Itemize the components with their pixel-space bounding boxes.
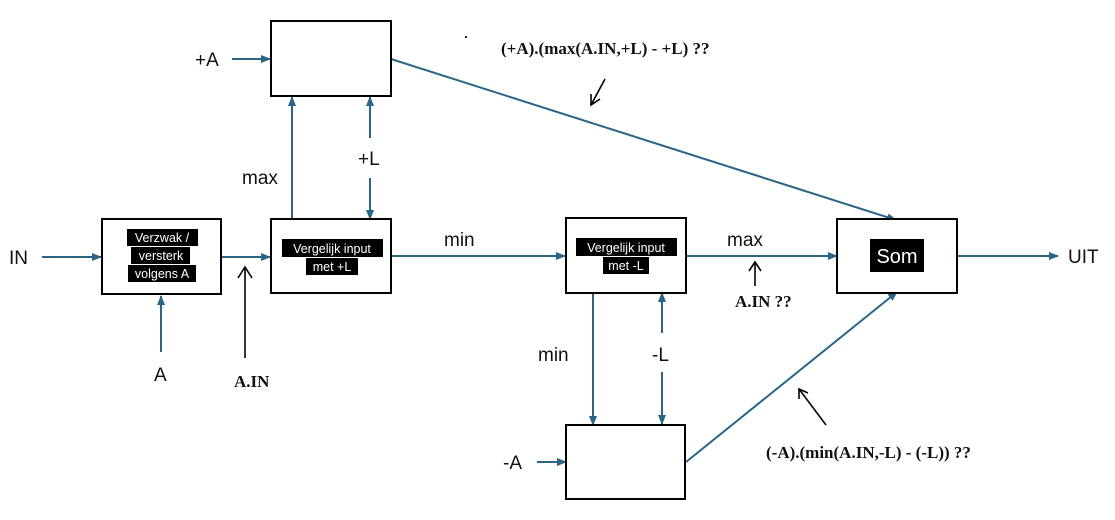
pointer-a-in-question (748, 260, 762, 286)
annotation-upper-formula: (+A).(max(A.IN,+L) - +L) ?? (501, 39, 709, 58)
output-uit-label: UIT (1068, 247, 1099, 268)
signal-minus-l: -L (652, 345, 669, 366)
pointer-upper-formula (590, 78, 606, 107)
pointer-lower-formula (798, 387, 827, 426)
top-multiplier-block (270, 20, 392, 97)
input-minus-a-label: -A (503, 453, 522, 474)
annotation-a-in-question: A.IN ?? (735, 292, 792, 311)
input-plus-a-label: +A (195, 50, 219, 71)
som-label-bg (870, 239, 924, 272)
signal-max-right: max (727, 230, 763, 251)
compare-minus-label-line1: Vergelijk input (587, 241, 665, 255)
som-label: Som (876, 246, 917, 268)
annotation-a-in: A.IN (234, 372, 270, 391)
pointer-a-in (237, 265, 253, 358)
compare-plus-label-bg-1 (282, 239, 383, 257)
arrow-top-block-to-som (390, 58, 897, 222)
annotation-lower-formula: (-A).(min(A.IN,-L) - (-L)) ?? (766, 443, 971, 462)
attenuator-label-bg-1 (127, 229, 198, 246)
compare-minus-label-bg-1 (576, 238, 677, 256)
signal-min-mid: min (444, 230, 475, 251)
stray-dot (465, 36, 467, 38)
compare-plus-label-bg-2 (306, 258, 358, 275)
signal-min-lower: min (538, 345, 569, 366)
compare-plus-label-line1: Vergelijk input (293, 242, 371, 256)
compare-plus-label-line2: met +L (313, 260, 352, 274)
signal-plus-l: +L (358, 149, 380, 170)
compare-minus-label-bg-2 (603, 257, 649, 274)
bottom-multiplier-block (565, 424, 686, 500)
attenuator-label-bg-2 (131, 247, 190, 264)
input-in-label: IN (9, 248, 28, 269)
attenuator-label-bg-3 (128, 265, 196, 282)
signal-max-upper: max (242, 168, 278, 189)
input-a-label: A (154, 365, 167, 386)
attenuator-label-line3: volgens A (135, 267, 190, 281)
compare-minus-label-line2: met -L (608, 259, 643, 273)
attenuator-label-line1: Verzwak / (135, 231, 190, 245)
arrow-bottom-block-to-som (685, 291, 898, 463)
attenuator-label-line2: versterk (139, 249, 184, 263)
